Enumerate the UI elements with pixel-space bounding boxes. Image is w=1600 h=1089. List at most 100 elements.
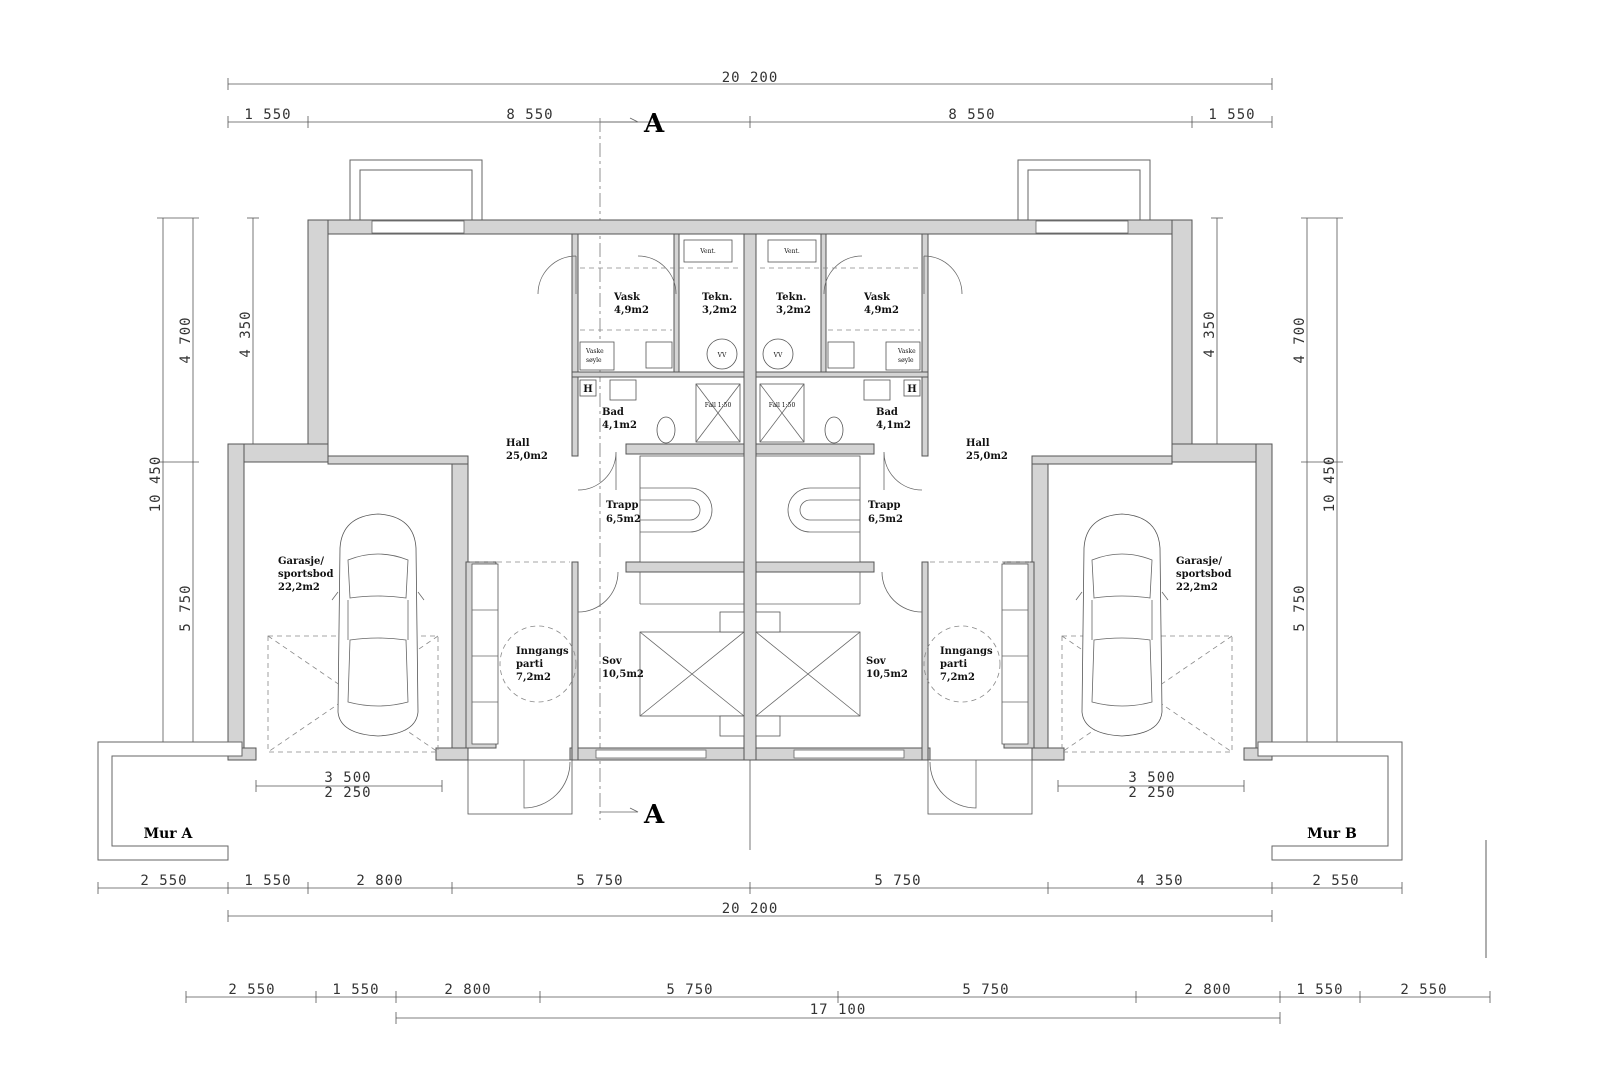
garage-dimensions: 3 500 2 250 3 500 2 250 [255, 770, 1245, 801]
bad-area-left: 4,1m2 [602, 420, 637, 431]
bad-area-right: 4,1m2 [876, 420, 911, 431]
vask-label-left: Vask [613, 292, 641, 303]
dim-bottom-7: 2 550 [1312, 873, 1359, 889]
hall-area-left: 25,0m2 [506, 451, 548, 462]
trapp-area-right: 6,5m2 [868, 514, 903, 525]
dim-right-4700: 4 700 [1292, 316, 1308, 363]
hall-area-right: 25,0m2 [966, 451, 1008, 462]
dim-right-10450: 10 450 [1322, 456, 1338, 513]
lower-dimensions: 2 550 1 550 2 800 5 750 5 750 2 800 1 55… [185, 982, 1491, 1024]
fall-label-right: Fall 1:50 [769, 402, 796, 409]
dim-bottom-3: 2 800 [356, 873, 403, 889]
dim-lower-2: 1 550 [332, 982, 379, 998]
inngang-area-right: 7,2m2 [940, 672, 975, 683]
tekn-label-right: Tekn. [776, 292, 806, 303]
vaskesoyle-left-1: Vaske [585, 348, 604, 355]
bad-label-right: Bad [876, 407, 898, 418]
room-labels-left: Vent. Vask 4,9m2 Tekn. 3,2m2 Vaske søyle… [278, 248, 737, 683]
sov-label-right: Sov [866, 656, 887, 667]
inngang-label-left-2: parti [516, 659, 543, 670]
garasje-area-left: 22,2m2 [278, 582, 320, 593]
dim-left-10450: 10 450 [148, 456, 164, 513]
dim-garage-left-3500: 3 500 [324, 770, 371, 786]
dim-bottom-4: 5 750 [576, 873, 623, 889]
vaskesoyle-right-2: søyle [898, 357, 914, 364]
inngang-label-right-1: Inngangs [940, 646, 993, 657]
room-labels-right: Vent. Tekn. 3,2m2 Vask 4,9m2 Vaske søyle… [769, 248, 1232, 683]
garasje-area-right: 22,2m2 [1176, 582, 1218, 593]
fixtures [267, 239, 1233, 753]
tekn-area-right: 3,2m2 [776, 305, 811, 316]
dim-top-total: 20 200 [722, 70, 779, 86]
car-right [1075, 513, 1169, 737]
dim-lower-3: 2 800 [444, 982, 491, 998]
garasje-label-left-1: Garasje/ [278, 556, 324, 567]
vv-label-left: VV [717, 352, 727, 359]
h-label-left: H [583, 384, 592, 395]
bottom-dimensions: 2 550 1 550 2 800 5 750 5 750 4 350 2 55… [97, 840, 1487, 958]
dim-bottom-5: 5 750 [874, 873, 921, 889]
hall-label-right: Hall [966, 438, 990, 449]
dim-right-4350: 4 350 [1202, 310, 1218, 357]
vask-label-right: Vask [863, 292, 891, 303]
garasje-label-right-2: sportsbod [1176, 569, 1231, 580]
hall-label-left: Hall [506, 438, 530, 449]
dim-top-1: 1 550 [244, 107, 291, 123]
dim-left-5750: 5 750 [178, 584, 194, 631]
tekn-label-left: Tekn. [702, 292, 732, 303]
fall-label-left: Fall 1:50 [705, 402, 732, 409]
inngang-area-left: 7,2m2 [516, 672, 551, 683]
trapp-area-left: 6,5m2 [606, 514, 641, 525]
bad-label-left: Bad [602, 407, 624, 418]
section-line: A A [599, 109, 751, 850]
top-dimensions: 20 200 1 550 8 550 8 550 1 550 [227, 70, 1273, 128]
dim-lower-8: 2 550 [1400, 982, 1447, 998]
vv-label-right: VV [773, 352, 783, 359]
vaskesoyle-right-1: Vaske [897, 348, 916, 355]
dim-lower-6: 2 800 [1184, 982, 1231, 998]
dim-lower-4: 5 750 [666, 982, 713, 998]
dim-left-4350: 4 350 [238, 310, 254, 357]
car-left [331, 513, 425, 737]
entry-steps [467, 759, 1033, 815]
vent-label-right: Vent. [783, 248, 800, 255]
section-mark-top: A [643, 109, 665, 139]
sov-area-right: 10,5m2 [866, 669, 908, 680]
section-mark-bottom: A [643, 800, 665, 830]
tekn-area-left: 3,2m2 [702, 305, 737, 316]
dim-top-4: 1 550 [1208, 107, 1255, 123]
retaining-walls: Mur A Mur B [97, 741, 1403, 861]
vask-area-right: 4,9m2 [864, 305, 899, 316]
sov-label-left: Sov [602, 656, 623, 667]
dim-top-2: 8 550 [506, 107, 553, 123]
dim-garage-left-2250: 2 250 [324, 785, 371, 801]
dim-right-5750: 5 750 [1292, 584, 1308, 631]
dim-lower-total: 17 100 [810, 1002, 867, 1018]
trapp-label-right: Trapp [868, 500, 900, 511]
vaskesoyle-left-2: søyle [586, 357, 602, 364]
dim-top-3: 8 550 [948, 107, 995, 123]
garasje-label-right-1: Garasje/ [1176, 556, 1222, 567]
dim-garage-right-2250: 2 250 [1128, 785, 1175, 801]
dim-garage-right-3500: 3 500 [1128, 770, 1175, 786]
dim-bottom-6: 4 350 [1136, 873, 1183, 889]
vent-label-left: Vent. [699, 248, 716, 255]
mur-b-label: Mur B [1307, 826, 1357, 842]
left-vertical-dimensions: 4 700 4 350 10 450 5 750 [148, 217, 259, 751]
trapp-label-left: Trapp [606, 500, 638, 511]
dim-lower-1: 2 550 [228, 982, 275, 998]
h-label-right: H [907, 384, 916, 395]
vask-area-left: 4,9m2 [614, 305, 649, 316]
inngang-label-left-1: Inngangs [516, 646, 569, 657]
dim-left-4700: 4 700 [178, 316, 194, 363]
sov-area-left: 10,5m2 [602, 669, 644, 680]
mur-a-label: Mur A [144, 826, 194, 842]
dim-bottom-total: 20 200 [722, 901, 779, 917]
inngang-label-right-2: parti [940, 659, 967, 670]
dim-bottom-1: 2 550 [140, 873, 187, 889]
dim-lower-7: 1 550 [1296, 982, 1343, 998]
dim-bottom-2: 1 550 [244, 873, 291, 889]
dim-lower-5: 5 750 [962, 982, 1009, 998]
garasje-label-left-2: sportsbod [278, 569, 333, 580]
